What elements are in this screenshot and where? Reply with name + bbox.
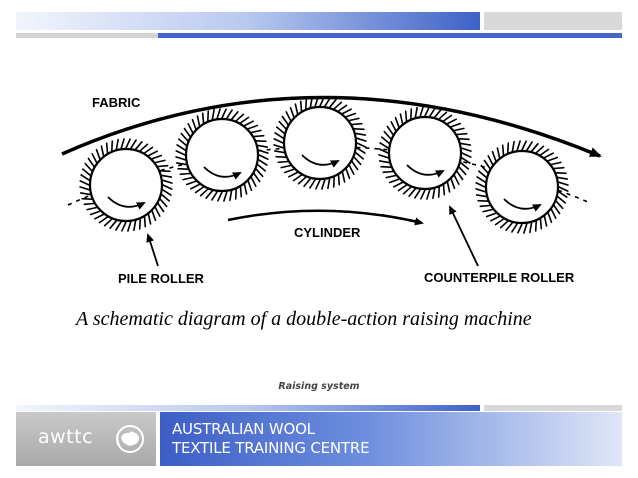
- header-bar: [0, 12, 638, 30]
- roller-body: [282, 105, 358, 181]
- roller: [79, 138, 173, 232]
- roller-rotation-arrow: [107, 196, 146, 210]
- counterpile-roller-pointer: [449, 205, 479, 267]
- roller: [378, 106, 472, 200]
- roller-rotation-arrow: [406, 164, 445, 178]
- cylinder-arrow: [227, 209, 424, 226]
- roller: [475, 140, 569, 234]
- australia-logo-icon: [116, 425, 144, 453]
- roller-body: [387, 115, 463, 191]
- header-sub-bar: [0, 33, 638, 38]
- roller-teeth: [378, 106, 472, 200]
- roller-teeth: [79, 138, 173, 232]
- roller-body: [88, 147, 164, 223]
- roller: [273, 96, 367, 190]
- raising-machine-diagram: FABRIC CYLINDER PILE ROLLER COUNTERPILE …: [61, 95, 602, 330]
- diagram-title: A schematic diagram of a double-action r…: [74, 308, 532, 330]
- roller-teeth: [273, 96, 367, 190]
- roller-rotation-arrow: [301, 154, 340, 168]
- roller-teeth: [175, 108, 269, 202]
- roller-rotation-arrow: [203, 166, 242, 180]
- org-name-line1: AUSTRALIAN WOOL: [172, 420, 315, 438]
- slide-caption: Raising system: [278, 381, 360, 392]
- roller: [175, 108, 269, 202]
- pile-roller-pointer: [146, 233, 159, 267]
- pile-roller-label: PILE ROLLER: [118, 271, 205, 286]
- roller-body: [184, 117, 260, 193]
- roller-rotation-arrow: [503, 198, 542, 212]
- organization-banner: AUSTRALIAN WOOL TEXTILE TRAINING CENTRE: [160, 412, 622, 466]
- cylinder-label: CYLINDER: [294, 225, 361, 240]
- fabric-label: FABRIC: [92, 95, 141, 110]
- logo-box: awttc: [16, 412, 156, 466]
- logo-text: awttc: [38, 426, 94, 448]
- counterpile-roller-label: COUNTERPILE ROLLER: [424, 270, 575, 285]
- org-name-line2: TEXTILE TRAINING CENTRE: [172, 439, 370, 457]
- roller-body: [484, 149, 560, 225]
- footer-bar: [0, 405, 638, 411]
- roller-teeth: [475, 140, 569, 234]
- footer: awttc AUSTRALIAN WOOL TEXTILE TRAINING C…: [16, 412, 622, 466]
- rollers-group: [79, 96, 569, 234]
- fabric-path: [61, 95, 602, 158]
